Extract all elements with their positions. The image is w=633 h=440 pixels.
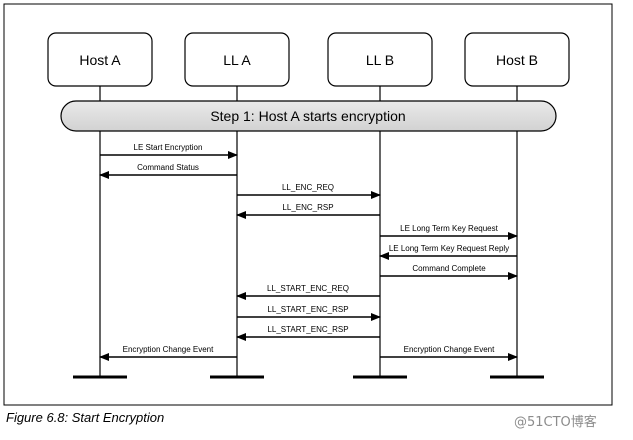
message-command-status: Command Status [99, 163, 237, 179]
message-ll-enc-req: LL_ENC_REQ [237, 183, 381, 199]
participant-label: LL B [366, 52, 394, 68]
message-encryption-change-event-host-b: Encryption Change Event [380, 345, 518, 361]
message-label: Encryption Change Event [123, 345, 215, 354]
message-ll-start-enc-rsp-a-to-b: LL_START_ENC_RSP [237, 305, 381, 321]
message-command-complete: Command Complete [380, 264, 518, 280]
message-ll-start-enc-req: LL_START_ENC_REQ [236, 284, 380, 300]
lifelines [73, 86, 544, 379]
figure-frame [3, 3, 613, 406]
participant-label: LL A [223, 52, 251, 68]
message-ll-start-enc-rsp-b-to-a: LL_START_ENC_RSP [236, 325, 380, 341]
participant-host-b: Host B [464, 32, 570, 87]
watermark: @51CTO博客 [514, 415, 597, 430]
message-label: Command Complete [412, 264, 486, 273]
message-le-start-encryption: LE Start Encryption [100, 143, 238, 159]
participant-label: Host A [79, 52, 121, 68]
participant-host-a: Host A [47, 32, 153, 87]
message-label: Encryption Change Event [404, 345, 496, 354]
message-label: Command Status [137, 163, 199, 172]
message-label: LL_ENC_RSP [282, 203, 333, 212]
message-ll-enc-rsp: LL_ENC_RSP [236, 203, 380, 219]
participant-ll-b: LL B [327, 32, 433, 87]
message-label: LL_ENC_REQ [282, 183, 334, 192]
message-le-long-term-key-request-reply: LE Long Term Key Request Reply [379, 244, 517, 260]
message-le-long-term-key-request: LE Long Term Key Request [380, 224, 518, 240]
participant-ll-a: LL A [184, 32, 290, 87]
message-label: LL_START_ENC_RSP [267, 325, 348, 334]
message-label: LL_START_ENC_REQ [267, 284, 349, 293]
figure-caption: Figure 6.8: Start Encryption [6, 410, 165, 425]
message-label: LE Start Encryption [134, 143, 203, 152]
message-encryption-change-event-host-a: Encryption Change Event [99, 345, 237, 361]
step-banner: Step 1: Host A starts encryption [60, 100, 557, 132]
message-label: LL_START_ENC_RSP [267, 305, 348, 314]
message-label: LE Long Term Key Request [400, 224, 498, 233]
message-label: LE Long Term Key Request Reply [389, 244, 509, 253]
participant-label: Host B [496, 52, 538, 68]
step-banner-label: Step 1: Host A starts encryption [210, 108, 405, 124]
